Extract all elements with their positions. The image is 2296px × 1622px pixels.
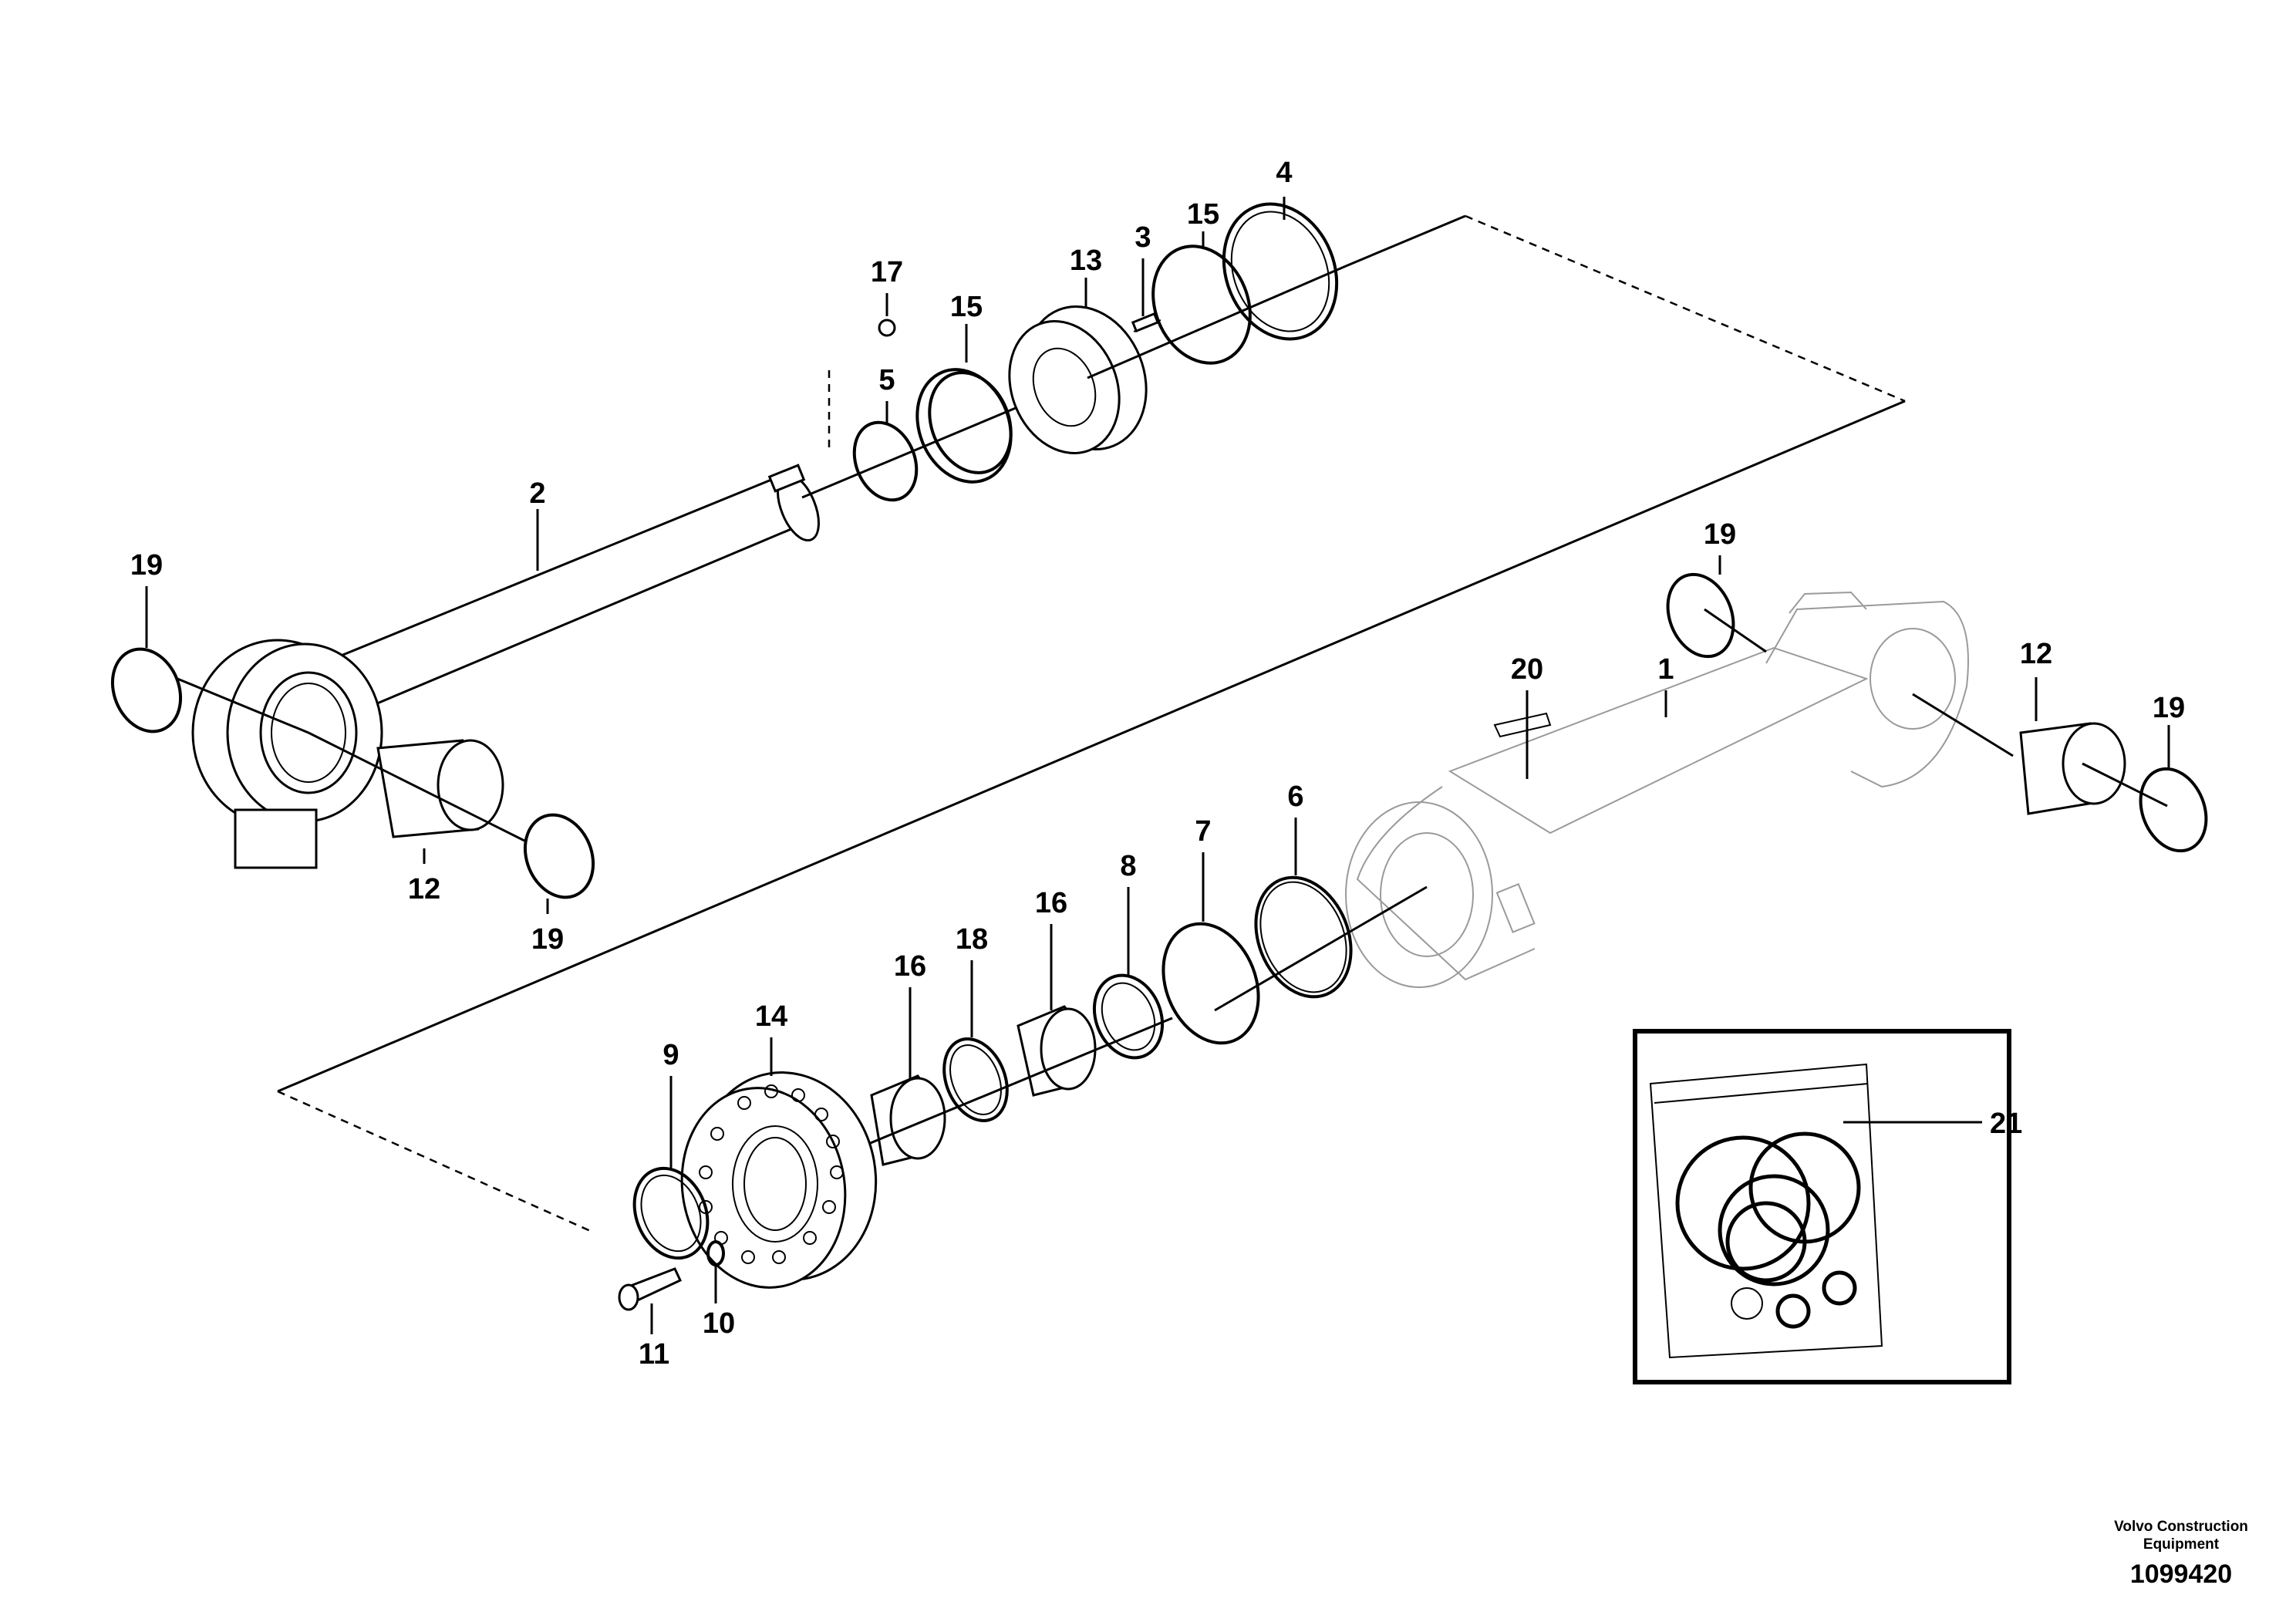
seal-kit-box: [1633, 1029, 2011, 1384]
drawing-number: 1099420: [2130, 1560, 2232, 1589]
company-name-line2: Equipment: [2143, 1536, 2220, 1553]
callout-21: 21: [1990, 1108, 2022, 1140]
cylinder-tube: [1214, 591, 2014, 1012]
callout-12-left: 12: [408, 873, 440, 905]
bolt-and-washer: [618, 1240, 725, 1311]
leader-lines: [145, 197, 2170, 1334]
callout-16-left: 16: [894, 950, 926, 983]
callout-17: 17: [871, 256, 903, 288]
company-name-line1: Volvo Construction: [2114, 1519, 2248, 1535]
tube-eye-parts: [1666, 572, 2208, 853]
callout-19-right: 19: [2153, 692, 2185, 724]
callout-20: 20: [1511, 653, 1543, 686]
callout-8: 8: [1120, 850, 1136, 882]
callout-18: 18: [956, 923, 988, 956]
callout-6: 6: [1287, 781, 1303, 813]
callout-19-left: 19: [130, 549, 163, 582]
assembly-boundary: [277, 214, 1906, 1234]
callout-15-upper-right: 15: [1187, 198, 1219, 231]
callout-9: 9: [663, 1039, 679, 1071]
callout-12-right: 12: [2020, 638, 2052, 670]
callout-4: 4: [1276, 157, 1292, 189]
warning-label: [1493, 690, 1552, 779]
callout-3: 3: [1135, 221, 1151, 254]
drawing-footer: Volvo Construction Equipment 1099420: [2114, 1519, 2248, 1589]
cylinder-head: [632, 1071, 878, 1289]
piston-rod: [191, 376, 1088, 869]
callout-14: 14: [755, 1000, 787, 1033]
callout-10: 10: [703, 1307, 735, 1340]
rod-eye-parts: [110, 647, 595, 899]
callout-7: 7: [1195, 815, 1211, 848]
callout-labels: 4 15 3 13 15 17 5 2 19 12 19 19 1 20 12 …: [130, 157, 2185, 1371]
rod-seals: [852, 202, 1347, 502]
callout-11: 11: [639, 1338, 669, 1371]
callout-1: 1: [1657, 653, 1674, 686]
callout-19-lower-left: 19: [531, 923, 564, 956]
callout-13: 13: [1070, 244, 1102, 277]
callout-2: 2: [529, 477, 545, 510]
callout-15-upper-left: 15: [950, 291, 983, 323]
callout-19-tube: 19: [1704, 518, 1736, 551]
callout-16-right: 16: [1035, 887, 1067, 919]
callout-5: 5: [878, 364, 895, 396]
